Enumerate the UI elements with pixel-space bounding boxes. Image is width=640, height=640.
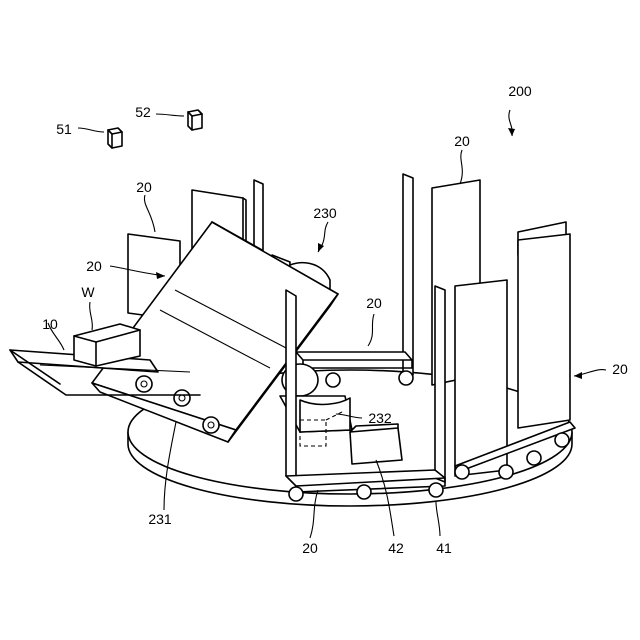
label-52: 52: [135, 104, 151, 120]
label-200: 200: [508, 83, 532, 99]
label-51: 51: [56, 121, 72, 137]
label-20-center: 20: [366, 295, 382, 311]
device-51: [108, 128, 122, 148]
label-232: 232: [368, 410, 392, 426]
label-20-top-right: 20: [454, 133, 470, 149]
device-52: [188, 110, 202, 130]
label-10: 10: [42, 316, 58, 332]
label-20-left: 20: [86, 258, 102, 274]
label-w: W: [81, 284, 95, 300]
label-231: 231: [148, 511, 172, 527]
label-20-top-left: 20: [136, 179, 152, 195]
label-230: 230: [313, 205, 337, 221]
label-20-bottom: 20: [302, 540, 318, 556]
label-41: 41: [436, 540, 452, 556]
label-42: 42: [388, 540, 404, 556]
label-20-right: 20: [612, 361, 628, 377]
